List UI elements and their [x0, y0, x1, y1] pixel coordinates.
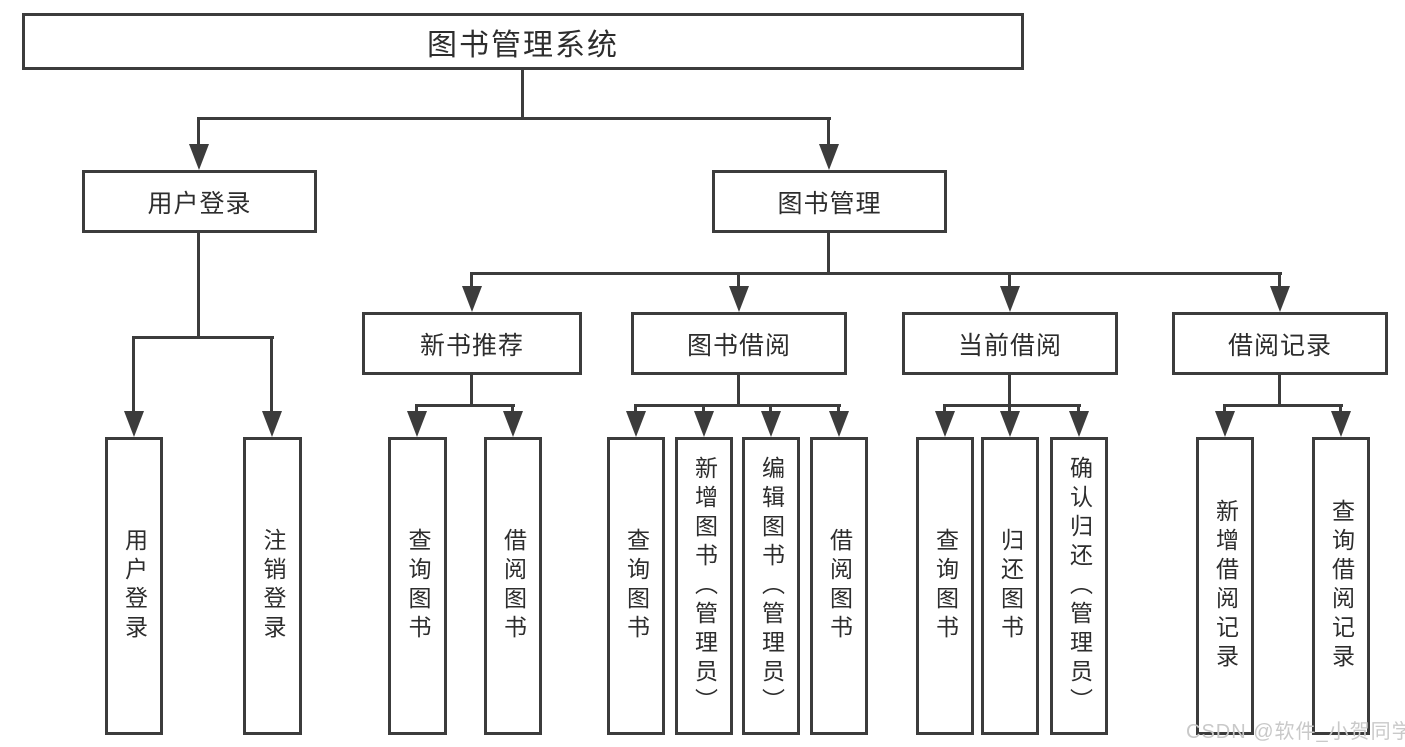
leaf-query-books-recommend: 查询图书 — [388, 437, 447, 735]
connector-line-v — [521, 70, 524, 117]
node-label: 确认归还（管理员） — [1066, 455, 1093, 717]
arrowhead-down-icon — [829, 411, 849, 437]
arrowhead-down-icon — [819, 144, 839, 170]
arrowhead-down-icon — [189, 144, 209, 170]
connector-line-v — [827, 233, 830, 272]
arrowhead-down-icon — [935, 411, 955, 437]
arrowhead-down-icon — [1000, 411, 1020, 437]
leaf-query-borrow-record: 查询借阅记录 — [1312, 437, 1370, 735]
arrowhead-down-icon — [503, 411, 523, 437]
connector-line-h — [1223, 404, 1343, 407]
connector-line-v — [769, 404, 772, 413]
node-label: 当前借阅 — [957, 331, 1062, 360]
connector-line-v — [634, 404, 637, 413]
arrowhead-down-icon — [761, 411, 781, 437]
node-new-book-recommend: 新书推荐 — [362, 312, 582, 375]
connector-line-v — [943, 404, 946, 413]
connector-line-h — [634, 404, 841, 407]
node-current-borrowing: 当前借阅 — [902, 312, 1118, 375]
node-label: 查询图书 — [932, 528, 959, 644]
connector-line-v — [511, 404, 514, 413]
node-label: 新书推荐 — [419, 331, 524, 360]
node-label: 借阅图书 — [826, 528, 853, 644]
connector-line-h — [132, 336, 274, 339]
connector-line-v — [702, 404, 705, 413]
node-label: 查询图书 — [405, 528, 431, 644]
node-label: 图书管理 — [777, 189, 882, 218]
connector-line-v — [270, 336, 273, 413]
connector-line-v — [1223, 404, 1226, 413]
node-label: 查询图书 — [623, 528, 650, 644]
node-user-login: 用户登录 — [82, 170, 317, 233]
connector-line-v — [827, 117, 830, 146]
connector-line-v — [470, 375, 473, 404]
arrowhead-down-icon — [1331, 411, 1351, 437]
arrowhead-down-icon — [262, 411, 282, 437]
leaf-borrow-books: 借阅图书 — [810, 437, 868, 735]
connector-line-v — [1278, 272, 1281, 288]
connector-line-v — [737, 375, 740, 404]
connector-line-v — [1278, 375, 1281, 404]
arrowhead-down-icon — [124, 411, 144, 437]
leaf-query-books-current: 查询图书 — [916, 437, 974, 735]
arrowhead-down-icon — [1215, 411, 1235, 437]
connector-line-v — [1339, 404, 1342, 413]
node-book-borrowing: 图书借阅 — [631, 312, 847, 375]
connector-line-h — [197, 117, 831, 120]
leaf-confirm-return-admin: 确认归还（管理员） — [1050, 437, 1108, 735]
leaf-add-book-admin: 新增图书（管理员） — [675, 437, 733, 735]
node-label: 用户登录 — [121, 528, 148, 644]
leaf-add-borrow-record: 新增借阅记录 — [1196, 437, 1254, 735]
leaf-user-login: 用户登录 — [105, 437, 163, 735]
connector-line-v — [1077, 404, 1080, 413]
connector-line-h — [943, 404, 1081, 407]
connector-line-v — [197, 233, 200, 336]
connector-line-v — [470, 272, 473, 288]
node-borrowing-records: 借阅记录 — [1172, 312, 1388, 375]
arrowhead-down-icon — [1000, 286, 1020, 312]
node-label: 查询借阅记录 — [1328, 499, 1355, 673]
leaf-query-books-borrowing: 查询图书 — [607, 437, 665, 735]
connector-line-v — [415, 404, 418, 413]
connector-line-h — [470, 272, 1282, 275]
arrowhead-down-icon — [462, 286, 482, 312]
connector-line-v — [132, 336, 135, 413]
node-label: 新增借阅记录 — [1212, 499, 1239, 673]
node-label: 归还图书 — [997, 528, 1024, 644]
node-label: 图书借阅 — [686, 331, 791, 360]
node-library-management-system: 图书管理系统 — [22, 13, 1024, 70]
node-label: 编辑图书（管理员） — [758, 455, 785, 717]
node-label: 借阅图书 — [500, 528, 527, 644]
arrowhead-down-icon — [1270, 286, 1290, 312]
arrowhead-down-icon — [626, 411, 646, 437]
node-label: 注销登录 — [260, 528, 286, 644]
node-label: 图书管理系统 — [427, 28, 619, 62]
arrowhead-down-icon — [729, 286, 749, 312]
connector-line-v — [737, 272, 740, 288]
connector-line-v — [1008, 404, 1011, 413]
connector-line-v — [1008, 375, 1011, 404]
node-book-management: 图书管理 — [712, 170, 947, 233]
connector-line-v — [837, 404, 840, 413]
leaf-borrow-books-recommend: 借阅图书 — [484, 437, 542, 735]
leaf-edit-book-admin: 编辑图书（管理员） — [742, 437, 800, 735]
connector-line-v — [1008, 272, 1011, 288]
connector-line-h — [415, 404, 515, 407]
csdn-watermark: CSDN @软件_小贺同学 — [1186, 721, 1405, 743]
leaf-logout: 注销登录 — [243, 437, 302, 735]
node-label: 新增图书（管理员） — [691, 455, 718, 717]
leaf-return-book: 归还图书 — [981, 437, 1039, 735]
arrowhead-down-icon — [1069, 411, 1089, 437]
node-label: 借阅记录 — [1227, 331, 1332, 360]
connector-line-v — [197, 117, 200, 146]
node-label: 用户登录 — [147, 189, 252, 218]
arrowhead-down-icon — [694, 411, 714, 437]
arrowhead-down-icon — [407, 411, 427, 437]
